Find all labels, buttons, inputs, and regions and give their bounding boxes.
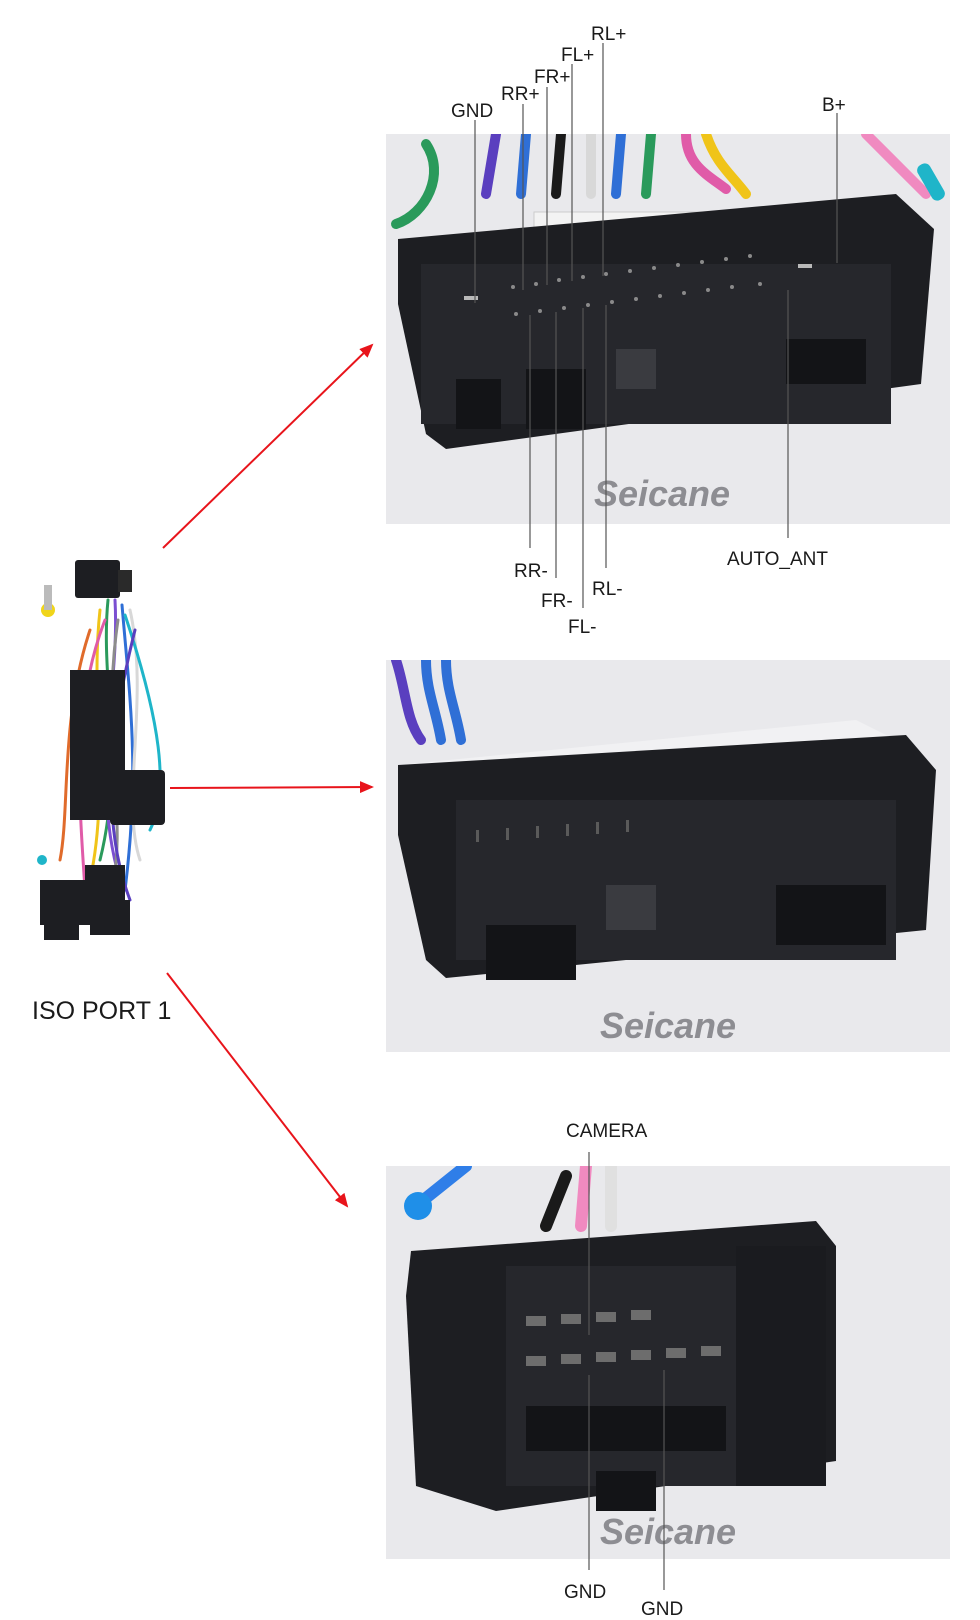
watermark: Seicane (600, 1005, 736, 1046)
pin-label-rr-plus: RR+ (501, 84, 540, 105)
pin-label-fl-plus: FL+ (561, 45, 595, 66)
pin-label-rr-minus: RR- (514, 561, 548, 582)
pin-label-gnd-1: GND (564, 1582, 607, 1603)
connector-photo-1: 12-1536 PORT Seicane (386, 134, 950, 524)
arrow-to-photo-2 (169, 781, 374, 794)
arrow-to-photo-3 (166, 972, 349, 1208)
pin-label-rl-minus: RL- (592, 579, 623, 600)
connector-photo-3: Seicane (386, 1166, 950, 1559)
connector-photo-2: ~ ~~ ~~~ ~~ Seicane (386, 660, 950, 1052)
watermark: Seicane (600, 1511, 736, 1552)
pin-label-rl-plus: RL+ (591, 24, 627, 45)
pin-label-gnd: GND (451, 101, 494, 122)
harness-caption: ISO PORT 1 (32, 997, 172, 1025)
pin-label-camera: CAMERA (566, 1121, 648, 1142)
arrow-to-photo-1 (162, 343, 374, 549)
wiring-harness-image (30, 560, 180, 970)
pin-label-gnd-2: GND (641, 1599, 684, 1620)
watermark: Seicane (594, 473, 730, 514)
pin-label-fr-plus: FR+ (534, 67, 571, 88)
pin-label-b-plus: B+ (822, 95, 846, 116)
pin-label-fr-minus: FR- (541, 591, 573, 612)
pin-label-fl-minus: FL- (568, 617, 597, 638)
pin-label-auto-ant: AUTO_ANT (727, 549, 829, 570)
